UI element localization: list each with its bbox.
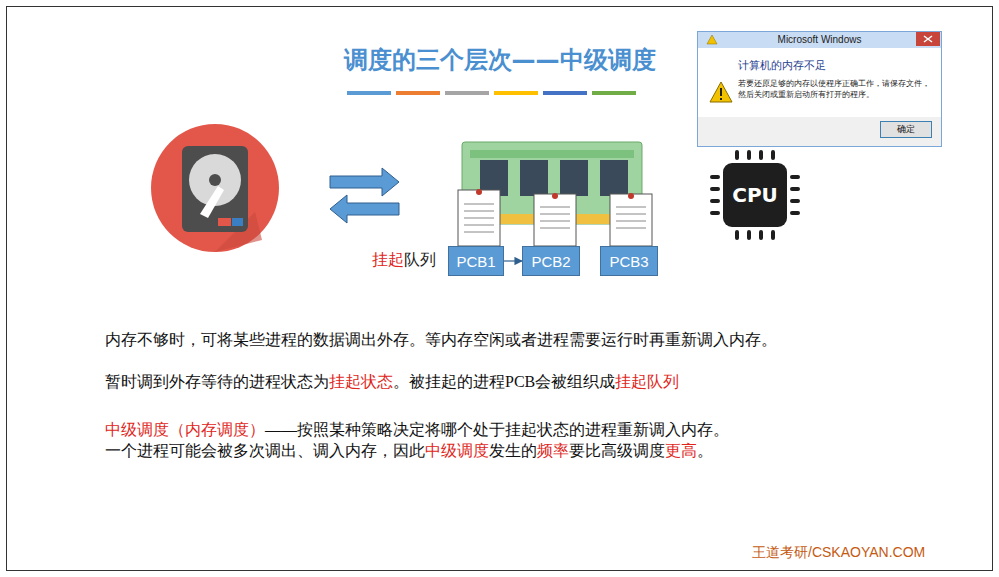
pcb-box: PCB3 bbox=[600, 246, 658, 276]
highlight-text: 更高 bbox=[665, 442, 697, 459]
text-line: CPU bbox=[723, 182, 787, 208]
dialog-heading: 计算机的内存不足 bbox=[738, 59, 826, 71]
pcb-box: PCB1 bbox=[448, 246, 504, 276]
node-label: 确定 bbox=[897, 123, 915, 136]
node-label: PCB2 bbox=[531, 253, 570, 270]
title-text: 调度的三个层次——中级调度 bbox=[344, 46, 656, 74]
body-text: 队列 bbox=[404, 251, 436, 268]
text-line: 计算机的内存不足 bbox=[738, 58, 826, 72]
highlight-text: 频率 bbox=[537, 442, 569, 459]
text-line: 内存不够时，可将某些进程的数据调出外存。等内存空闲或者进程需要运行时再重新调入内… bbox=[105, 330, 777, 351]
swap-arrows bbox=[330, 168, 399, 223]
cpu-icon bbox=[712, 152, 798, 238]
body-text: ——按照某种策略决定将哪个处于挂起状态的进程重新调入内存。 bbox=[265, 421, 729, 438]
dialog-message: 若要还原足够的内存以使程序正确工作，请保存文件， 然后关闭或重新启动所有打开的程… bbox=[738, 79, 930, 99]
body-text: 内存不够时，可将某些进程的数据调出外存。等内存空闲或者进程需要运行时再重新调入内… bbox=[105, 331, 777, 348]
title-bars bbox=[347, 91, 636, 95]
text-line: 暂时调到外存等待的进程状态为挂起状态。被挂起的进程PCB会被组织成挂起队列 bbox=[105, 372, 679, 393]
text-line: 王道考研/CSKAOYAN.COM bbox=[752, 543, 925, 561]
text-line: 若要还原足够的内存以使程序正确工作，请保存文件， 然后关闭或重新启动所有打开的程… bbox=[738, 78, 934, 100]
title: 调度的三个层次——中级调度 bbox=[0, 44, 999, 76]
watermark: 王道考研/CSKAOYAN.COM bbox=[752, 544, 925, 560]
dialog-title: Microsoft Windows bbox=[778, 34, 862, 45]
chip-label: CPU bbox=[732, 183, 778, 207]
hard-disk-icon bbox=[151, 124, 279, 252]
body-text: 暂时调到外存等待的进程状态为 bbox=[105, 373, 329, 390]
warning-dialog bbox=[698, 32, 942, 147]
body-text: 。被挂起的进程PCB会被组织成 bbox=[393, 373, 615, 390]
pcb-document-icons bbox=[458, 189, 652, 246]
highlight-text: 挂起 bbox=[372, 251, 404, 268]
highlight-text: 中级调度（内存调度） bbox=[105, 421, 265, 438]
pcb-box: PCB2 bbox=[522, 246, 580, 276]
highlight-text: 挂起状态 bbox=[329, 373, 393, 390]
body-text: 一个进程可能会被多次调出、调入内存，因此 bbox=[105, 442, 425, 459]
queue-link bbox=[504, 260, 522, 261]
highlight-text: 中级调度 bbox=[425, 442, 489, 459]
body-text: 要比高级调度 bbox=[569, 442, 665, 459]
node-label: PCB3 bbox=[609, 253, 648, 270]
page-frame bbox=[7, 7, 993, 571]
text-line: 中级调度（内存调度）——按照某种策略决定将哪个处于挂起状态的进程重新调入内存。 bbox=[105, 420, 729, 441]
text-line: 一个进程可能会被多次调出、调入内存，因此中级调度发生的频率要比高级调度更高。 bbox=[105, 441, 713, 462]
node-label: PCB1 bbox=[456, 253, 495, 270]
body-text: 发生的 bbox=[489, 442, 537, 459]
body-text: 。 bbox=[697, 442, 713, 459]
highlight-text: 挂起队列 bbox=[615, 373, 679, 390]
text-line: 挂起队列 bbox=[372, 250, 436, 271]
text-line: Microsoft Windows bbox=[698, 33, 941, 46]
ok-button: 确定 bbox=[880, 121, 932, 138]
